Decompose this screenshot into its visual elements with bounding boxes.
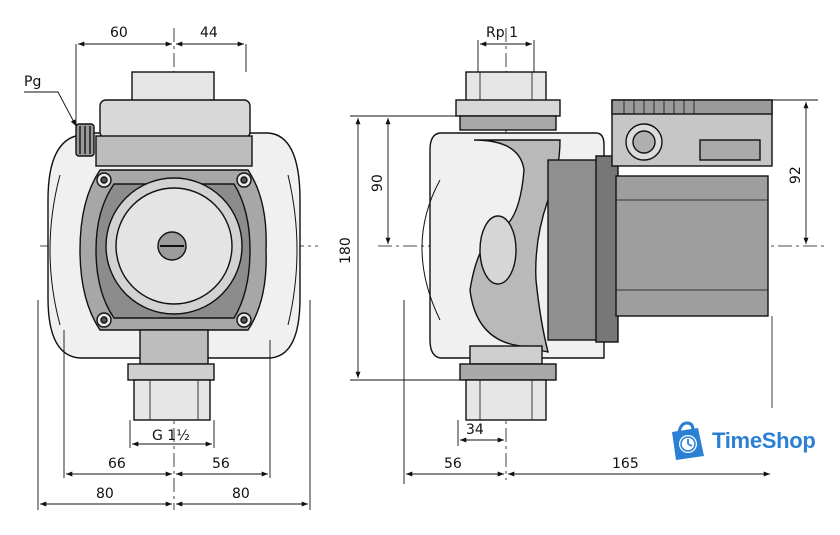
side-top-flange (459, 115, 557, 131)
dim-top-left: 60 (110, 25, 128, 41)
dim-depth-left: 56 (444, 456, 462, 472)
side-dimensions (350, 40, 818, 484)
dim-outer-right: 80 (232, 486, 250, 502)
side-motor-flange (547, 159, 601, 341)
shopping-bag-clock-icon (672, 421, 704, 460)
front-screws (96, 172, 252, 328)
side-bottom-port (465, 379, 547, 421)
dim-pressure-gauge: Pg (24, 74, 41, 90)
dim-height-motor: 92 (788, 166, 804, 184)
dim-height-upper: 90 (370, 174, 386, 192)
front-bottom-port (133, 379, 211, 421)
timeshop-logo: TimeShop (664, 420, 816, 462)
front-top-port (131, 71, 215, 103)
dim-thread-top: Rp 1 (486, 25, 518, 41)
dim-port-width: 34 (466, 422, 484, 438)
side-bottom-flange (459, 363, 557, 381)
front-bottom-flange (127, 363, 215, 381)
dim-height-total: 180 (338, 237, 354, 264)
dim-depth-right: 165 (612, 456, 639, 472)
dim-top-right: 44 (200, 25, 218, 41)
side-top-port (465, 71, 547, 103)
front-view (40, 28, 318, 510)
dim-thread: G 1½ (152, 428, 190, 444)
side-motor-body (615, 175, 769, 317)
dim-inner-right: 56 (212, 456, 230, 472)
side-view (378, 28, 826, 480)
front-dimensions (24, 41, 311, 510)
dim-outer-left: 80 (96, 486, 114, 502)
dim-inner-left: 66 (108, 456, 126, 472)
brand-name: TimeShop (712, 428, 816, 453)
